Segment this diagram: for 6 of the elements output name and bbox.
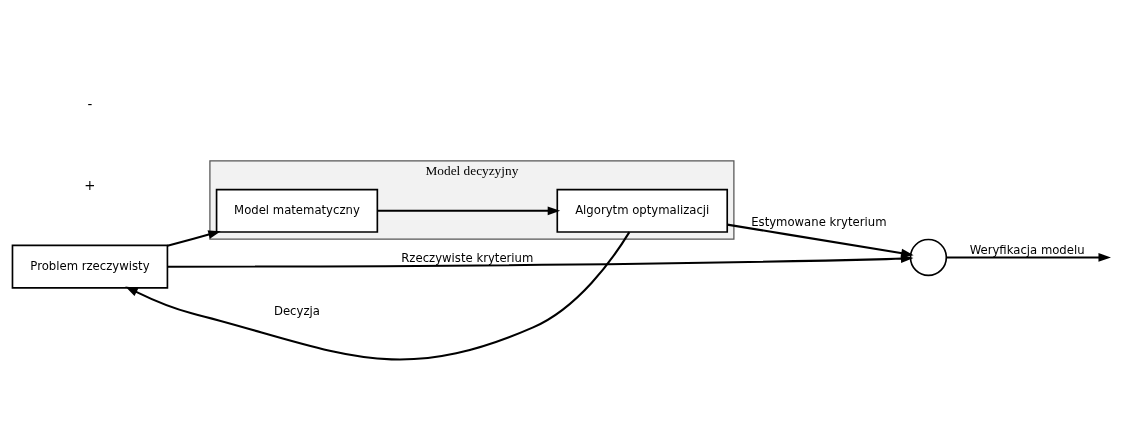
edge-label: Weryfikacja modelu bbox=[969, 242, 1085, 257]
edge-label: Estymowane kryterium bbox=[751, 214, 887, 229]
label: - bbox=[87, 96, 93, 112]
edge-label: Rzeczywiste kryterium bbox=[401, 250, 534, 265]
label: + bbox=[84, 177, 96, 193]
edge-label: Decyzja bbox=[273, 303, 320, 318]
